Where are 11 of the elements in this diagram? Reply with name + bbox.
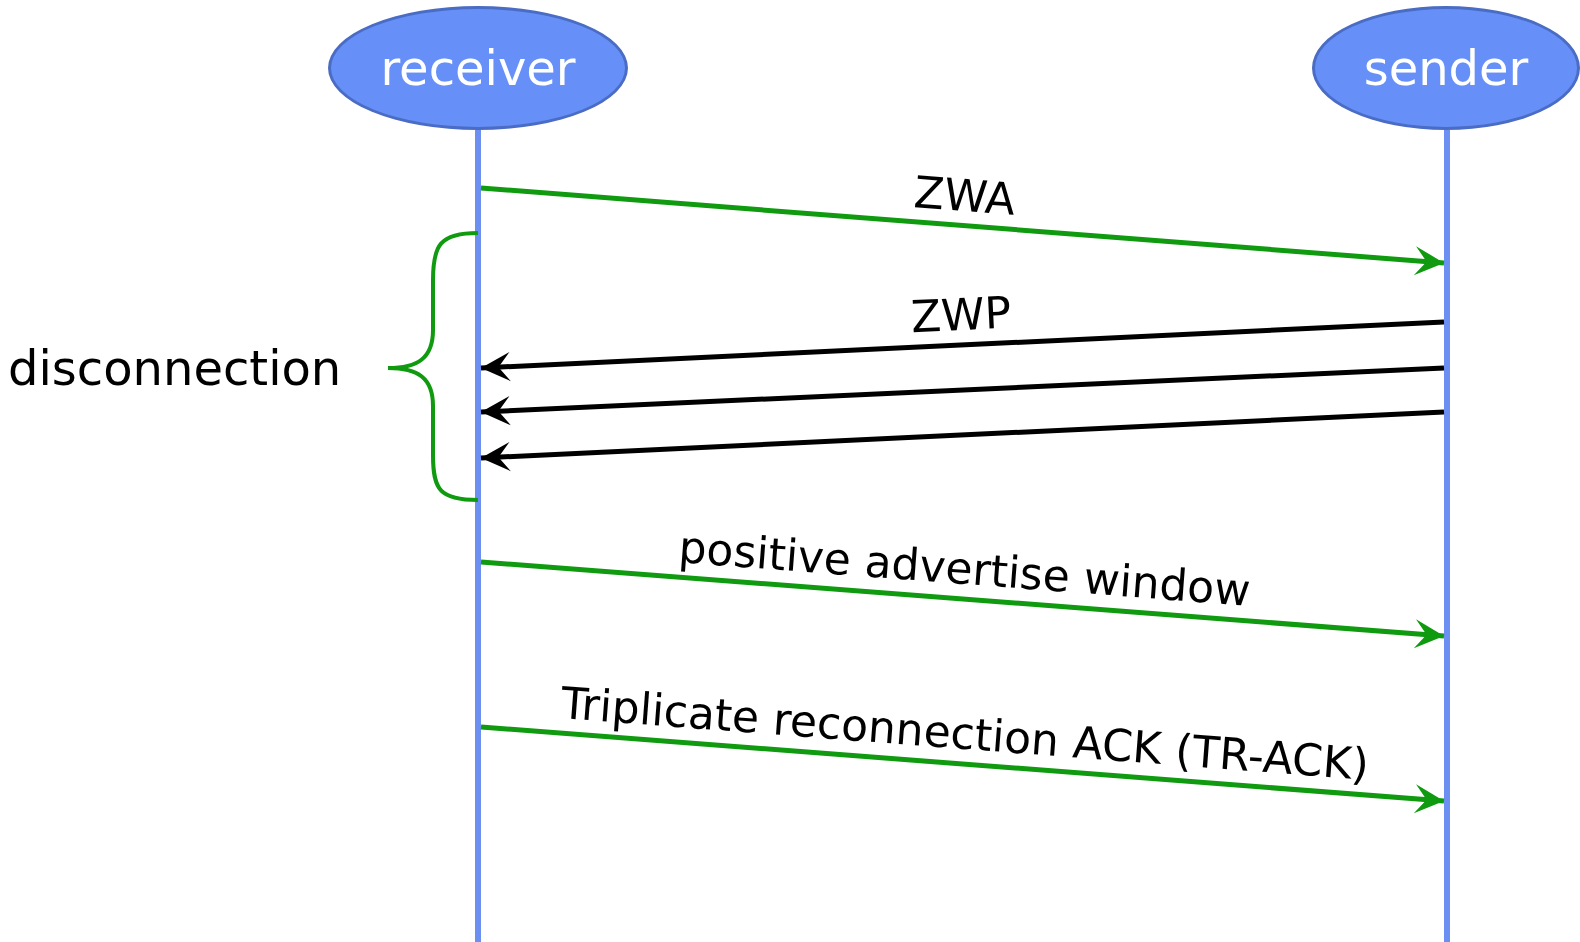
lifeline-bar <box>1444 130 1450 942</box>
message-arrow <box>480 409 1445 472</box>
message-arrow <box>480 185 1445 276</box>
message-arrow <box>480 319 1445 382</box>
participant-name: sender <box>1363 40 1529 96</box>
annotation-label: disconnection <box>8 340 342 396</box>
message-arrow <box>480 365 1445 426</box>
lifeline-bar <box>475 130 481 942</box>
participant-name: receiver <box>380 40 576 96</box>
message-arrow <box>480 724 1445 814</box>
message-arrow <box>480 559 1445 649</box>
